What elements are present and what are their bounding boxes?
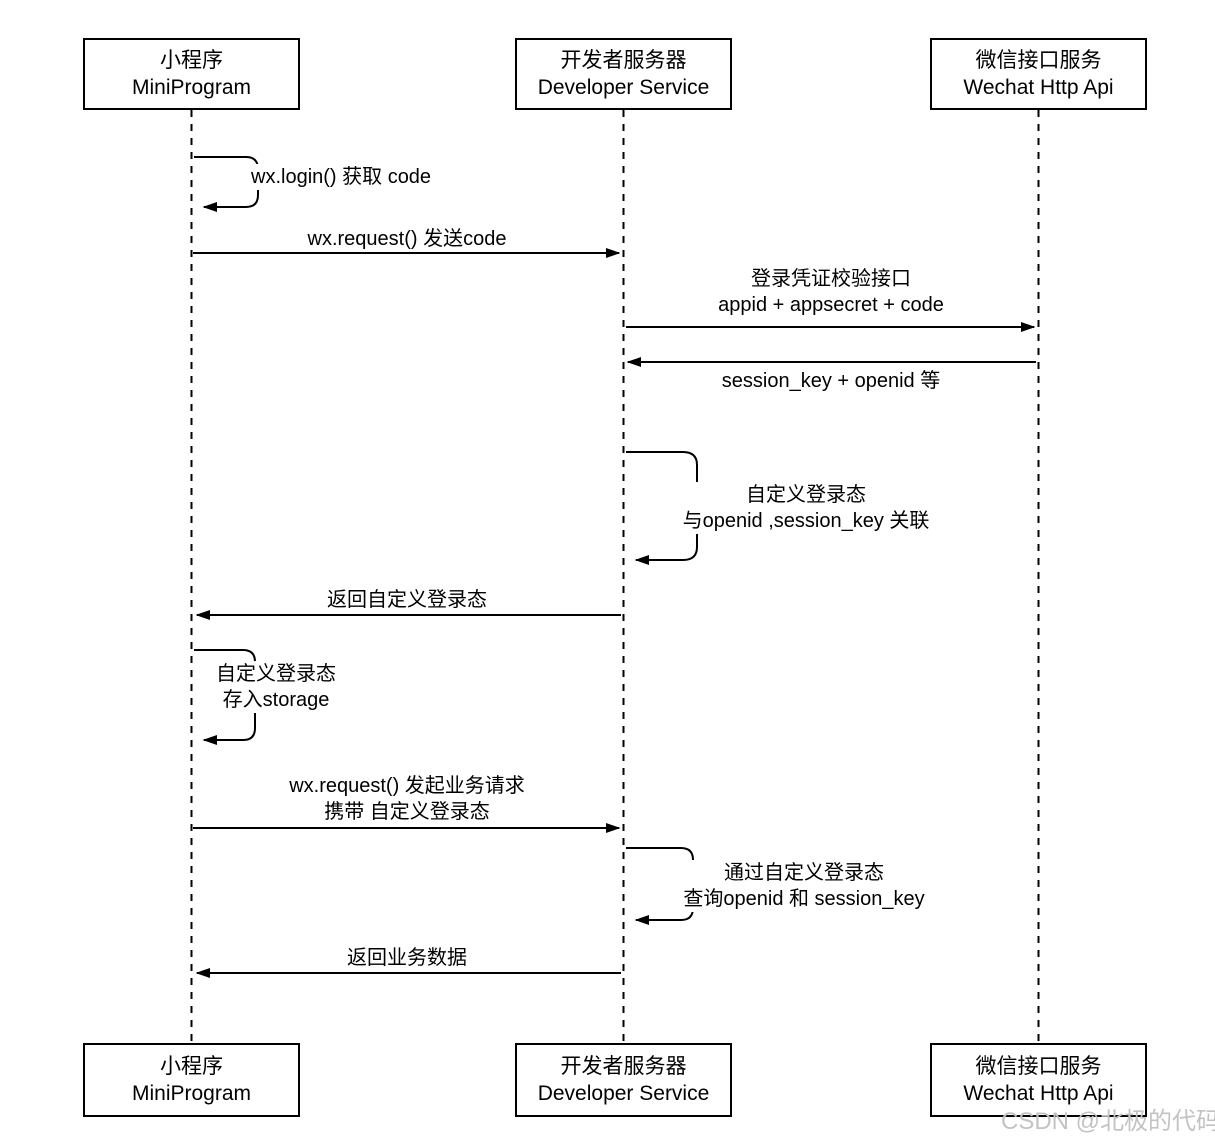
label-verify-api-line1: 登录凭证校验接口 [750, 268, 911, 290]
label-return-data: 返回业务数据 [347, 947, 467, 969]
label-return-state: 返回自定义登录态 [327, 589, 487, 611]
label-query-session-line1: 通过自定义登录态 [723, 862, 884, 884]
actor-name-en: Wechat Http Api [963, 76, 1114, 99]
label-business-request-line1: wx.request() 发起业务请求 [289, 775, 525, 797]
label-store-storage-line1: 自定义登录态 [216, 663, 336, 685]
label-verify-api-line2: appid + appsecret + code [718, 294, 944, 316]
label-associate-state-line2: 与openid ,session_key 关联 [682, 510, 930, 532]
label-store-storage-line2: 存入storage [222, 689, 330, 711]
label-associate-state-line1: 自定义登录态 [745, 484, 866, 506]
actor-name-zh: 微信接口服务 [975, 1055, 1102, 1078]
label-store-storage: 自定义登录态 存入storage [213, 661, 339, 713]
actor-name-zh: 小程序 [160, 1055, 223, 1078]
actor-name-zh: 开发者服务器 [560, 1055, 687, 1078]
actor-name-en: MiniProgram [131, 1082, 252, 1105]
label-wx-login: wx.login() 获取 code [248, 164, 435, 190]
label-associate-state: 自定义登录态 与openid ,session_key 关联 [679, 482, 933, 534]
actor-name-zh: 小程序 [160, 49, 223, 72]
label-query-session: 通过自定义登录态 查询openid 和 session_key [680, 860, 928, 912]
actor-box-wechat-api-bottom: 微信接口服务 Wechat Http Api [930, 1043, 1147, 1117]
label-business-request-line2: 携带 自定义登录态 [324, 801, 490, 823]
actor-name-en: Developer Service [537, 1082, 710, 1105]
actor-name-en: MiniProgram [131, 76, 252, 99]
label-send-code: wx.request() 发送code [307, 228, 507, 250]
actor-box-miniprogram-top: 小程序 MiniProgram [83, 38, 300, 110]
actor-box-developer-service-top: 开发者服务器 Developer Service [515, 38, 732, 110]
actor-name-en: Developer Service [537, 76, 710, 99]
label-query-session-line2: 查询openid 和 session_key [683, 888, 925, 910]
actor-box-miniprogram-bottom: 小程序 MiniProgram [83, 1043, 300, 1117]
actor-box-wechat-api-top: 微信接口服务 Wechat Http Api [930, 38, 1147, 110]
actor-name-zh: 微信接口服务 [975, 49, 1102, 72]
label-verify-api: 登录凭证校验接口 appid + appsecret + code [718, 266, 944, 318]
label-session-return: session_key + openid 等 [721, 370, 941, 392]
actor-name-en: Wechat Http Api [963, 1082, 1114, 1105]
csdn-watermark: CSDN @北极的代码 [1001, 1108, 1215, 1135]
label-business-request: wx.request() 发起业务请求 携带 自定义登录态 [289, 773, 525, 825]
actor-box-developer-service-bottom: 开发者服务器 Developer Service [515, 1043, 732, 1117]
actor-name-zh: 开发者服务器 [560, 49, 687, 72]
